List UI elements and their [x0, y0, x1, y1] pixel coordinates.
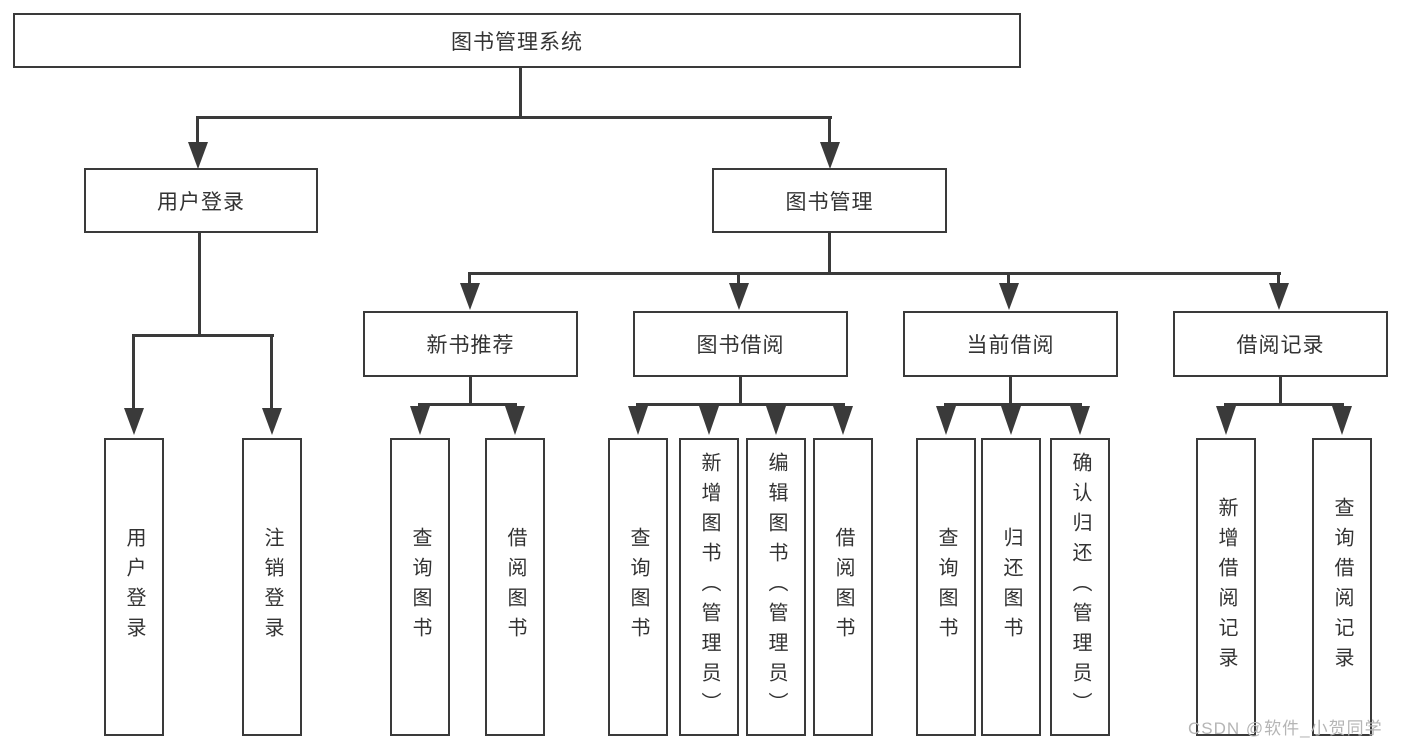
node-book-borrowing: 图书借阅 — [633, 311, 848, 377]
edge-sec2-distributor — [636, 403, 845, 406]
edge-user-stub — [198, 233, 201, 336]
arrowhead-sec4-leaf2 — [1332, 406, 1352, 435]
edge-books-sec4-stem — [1277, 272, 1280, 285]
node-book-management-label: 图书管理 — [785, 190, 874, 214]
edge-user-distributor — [132, 334, 274, 337]
arrowhead-to-user-login — [188, 142, 208, 169]
arrowhead-sec2-leaf4 — [833, 406, 853, 435]
arrowhead-sec-newbooks — [460, 283, 480, 310]
edge-root-to-user — [196, 116, 199, 144]
edge-sec1-distributor — [418, 403, 517, 406]
node-user-login-label: 用户登录 — [157, 190, 245, 214]
node-new-book-recommendation-label: 新书推荐 — [426, 334, 515, 357]
node-borrowing-records: 借阅记录 — [1173, 311, 1388, 377]
leaf-borrow-books-recommend: 借阅图书 — [485, 438, 545, 736]
leaf-query-borrow-record: 查询借阅记录 — [1312, 438, 1372, 736]
arrowhead-sec4-leaf1 — [1216, 406, 1236, 435]
arrowhead-sec2-leaf2 — [699, 406, 719, 435]
leaf-add-book-admin: 新增图书（管理员） — [679, 438, 739, 736]
leaf-query-books-borrowing-label: 查询图书 — [627, 527, 649, 647]
arrowhead-to-book-management — [820, 142, 840, 169]
leaf-query-books-current-label: 查询图书 — [935, 527, 957, 647]
arrowhead-sec3-leaf3 — [1070, 406, 1090, 435]
leaf-query-books-recommend: 查询图书 — [390, 438, 450, 736]
leaf-return-books-label: 归还图书 — [1000, 527, 1022, 647]
leaf-confirm-return-admin-label: 确认归还（管理员） — [1069, 452, 1091, 722]
leaf-edit-book-admin-label: 编辑图书（管理员） — [765, 452, 787, 722]
arrowhead-sec-records — [1269, 283, 1289, 310]
edge-books-sec1-stem — [468, 272, 471, 285]
arrowhead-sec1-leaf1 — [410, 406, 430, 435]
node-library-system: 图书管理系统 — [13, 13, 1021, 68]
csdn-watermark: CSDN @软件_小贺同学 — [1188, 719, 1383, 738]
leaf-borrow-books-recommend-label: 借阅图书 — [504, 527, 526, 647]
leaf-borrow-books-label: 借阅图书 — [832, 527, 854, 647]
edge-sec4-stub — [1279, 377, 1282, 405]
leaf-add-borrow-record-label: 新增借阅记录 — [1215, 497, 1237, 677]
leaf-query-borrow-record-label: 查询借阅记录 — [1331, 497, 1353, 677]
leaf-query-books-recommend-label: 查询图书 — [409, 527, 431, 647]
edge-books-distributor — [468, 272, 1281, 275]
edge-books-sec3-stem — [1007, 272, 1010, 285]
edge-sec2-stub — [739, 377, 742, 405]
edge-sec4-distributor — [1224, 403, 1344, 406]
arrowhead-sec1-leaf2 — [505, 406, 525, 435]
leaf-logout: 注销登录 — [242, 438, 302, 736]
edge-user-to-leaf2 — [270, 334, 273, 410]
leaf-query-books-borrowing: 查询图书 — [608, 438, 668, 736]
arrowhead-sec-current — [999, 283, 1019, 310]
node-current-borrowing: 当前借阅 — [903, 311, 1118, 377]
arrowhead-sec3-leaf1 — [936, 406, 956, 435]
edge-books-sec2-stem — [737, 272, 740, 285]
edge-sec1-stub — [469, 377, 472, 405]
leaf-borrow-books: 借阅图书 — [813, 438, 873, 736]
leaf-user-login-label: 用户登录 — [123, 527, 145, 647]
leaf-user-login: 用户登录 — [104, 438, 164, 736]
leaf-return-books: 归还图书 — [981, 438, 1041, 736]
arrowhead-sec3-leaf2 — [1001, 406, 1021, 435]
arrowhead-sec-borrowing — [729, 283, 749, 310]
arrowhead-user-leaf1 — [124, 408, 144, 435]
node-user-login: 用户登录 — [84, 168, 318, 233]
leaf-confirm-return-admin: 确认归还（管理员） — [1050, 438, 1110, 736]
arrowhead-sec2-leaf3 — [766, 406, 786, 435]
arrowhead-user-leaf2 — [262, 408, 282, 435]
node-book-borrowing-label: 图书借阅 — [696, 334, 785, 357]
leaf-add-book-admin-label: 新增图书（管理员） — [698, 452, 720, 722]
node-book-management: 图书管理 — [712, 168, 947, 233]
edge-sec3-stub — [1009, 377, 1012, 405]
leaf-add-borrow-record: 新增借阅记录 — [1196, 438, 1256, 736]
arrowhead-sec2-leaf1 — [628, 406, 648, 435]
edge-user-to-leaf1 — [132, 334, 135, 410]
edge-root-distributor — [196, 116, 832, 119]
leaf-edit-book-admin: 编辑图书（管理员） — [746, 438, 806, 736]
node-borrowing-records-label: 借阅记录 — [1236, 334, 1325, 357]
edge-sec3-distributor — [944, 403, 1082, 406]
node-new-book-recommendation: 新书推荐 — [363, 311, 578, 377]
leaf-logout-label: 注销登录 — [261, 527, 283, 647]
node-library-system-label: 图书管理系统 — [451, 30, 583, 54]
edge-root-to-books — [828, 116, 831, 144]
edge-books-stub — [828, 233, 831, 274]
node-current-borrowing-label: 当前借阅 — [966, 334, 1055, 357]
leaf-query-books-current: 查询图书 — [916, 438, 976, 736]
edge-root-stub — [519, 68, 522, 118]
